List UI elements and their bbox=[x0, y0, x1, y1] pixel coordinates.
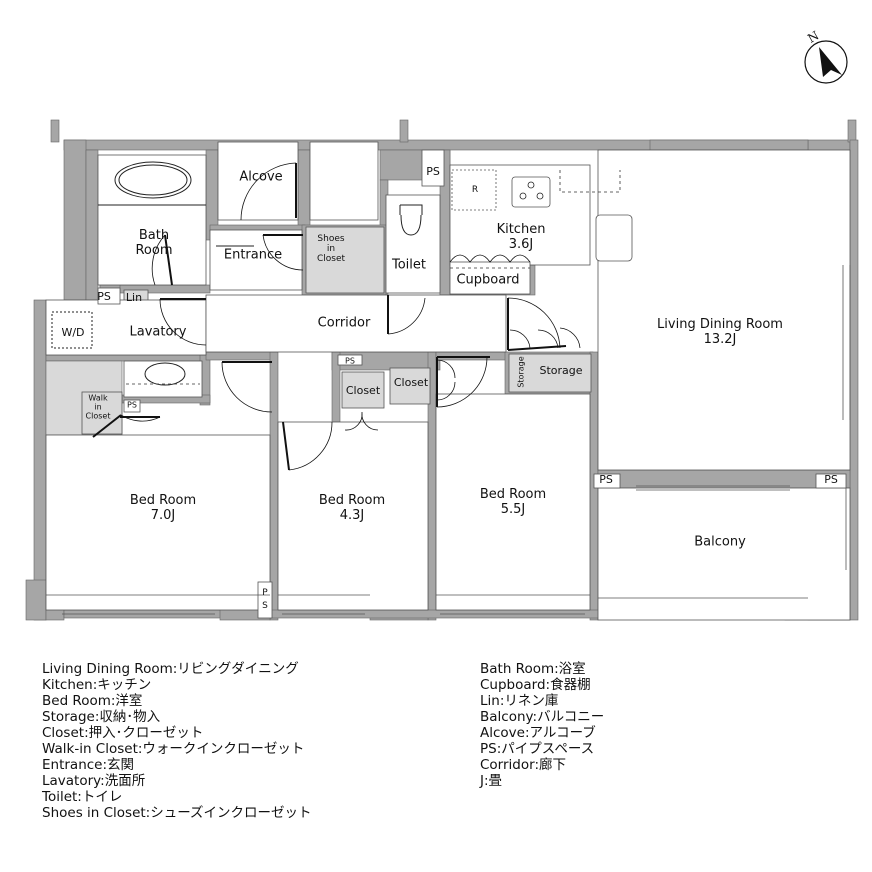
refrigerator: R bbox=[471, 185, 479, 195]
room-closet-a: Closet bbox=[345, 384, 381, 397]
legend-item: Bath Room:浴室 bbox=[480, 661, 586, 677]
room-area: 3.6J bbox=[508, 237, 534, 252]
pipe-space: PS bbox=[426, 165, 440, 178]
room-area: 4.3J bbox=[339, 508, 365, 523]
floor-plan: Living Dining Room 13.2J Kitchen 3.6J Be… bbox=[25, 119, 859, 621]
room-bedroom-5: Bed Room 5.5J bbox=[480, 487, 546, 517]
room-alcove: Alcove bbox=[239, 169, 283, 185]
legend-item: Corridor:廊下 bbox=[480, 757, 566, 773]
room-living-dining: Living Dining Room 13.2J bbox=[657, 317, 783, 347]
room-area: 5.5J bbox=[500, 502, 526, 517]
legend-item: Balcony:バルコニー bbox=[480, 709, 605, 725]
pipe-space: PS bbox=[599, 473, 613, 486]
room-storage-small: Storage bbox=[516, 356, 526, 388]
room-name: Bed Room bbox=[318, 493, 386, 508]
room-name-line: Shoes bbox=[317, 234, 345, 244]
pipe-space: PS bbox=[127, 400, 137, 410]
room-name-line: Walk bbox=[88, 393, 108, 403]
room-area: 13.2J bbox=[703, 332, 737, 347]
room-entrance: Entrance bbox=[223, 247, 283, 263]
legend-item: Closet:押入･クローゼット bbox=[42, 725, 204, 741]
room-shoes-in-closet: Shoes in Closet bbox=[317, 234, 345, 264]
north-compass: N bbox=[798, 28, 854, 86]
room-bath: Bath Room bbox=[135, 228, 172, 258]
pipe-space: PS bbox=[97, 290, 111, 303]
pipe-space: PS bbox=[345, 356, 355, 366]
washer-dryer: W/D bbox=[61, 326, 85, 339]
room-name-line: Closet bbox=[85, 411, 111, 421]
legend-item: Entrance:玄関 bbox=[42, 757, 135, 773]
room-balcony: Balcony bbox=[694, 534, 746, 550]
room-name-line: Closet bbox=[316, 254, 346, 264]
legend-item: Lavatory:洗面所 bbox=[42, 773, 146, 789]
legend-item: Cupboard:食器棚 bbox=[480, 677, 591, 693]
room-bedroom-7: Bed Room 7.0J bbox=[130, 493, 196, 523]
room-toilet: Toilet bbox=[391, 257, 427, 273]
room-kitchen: Kitchen 3.6J bbox=[497, 222, 546, 252]
room-name-line: Bath bbox=[138, 228, 170, 243]
room-corridor: Corridor bbox=[317, 315, 371, 331]
room-area: 7.0J bbox=[150, 508, 176, 523]
room-cupboard: Cupboard bbox=[456, 272, 520, 288]
room-name: Living Dining Room bbox=[657, 317, 783, 332]
room-walk-in-closet: Walk in Closet bbox=[86, 394, 111, 421]
pipe-space-s: S bbox=[262, 601, 268, 611]
legend-item: Lin:リネン庫 bbox=[480, 693, 559, 709]
legend-item: Storage:収納･物入 bbox=[42, 709, 161, 725]
room-name-line: in bbox=[326, 244, 336, 254]
legend-item: Living Dining Room:リビングダイニング bbox=[42, 661, 299, 677]
compass-arrow-icon bbox=[804, 40, 848, 84]
room-linen: Lin bbox=[125, 291, 143, 304]
legend-item: Bed Room:洋室 bbox=[42, 693, 143, 709]
room-lavatory: Lavatory bbox=[129, 324, 187, 340]
legend-item: PS:パイプスペース bbox=[480, 741, 595, 757]
legend-item: Shoes in Closet:シューズインクローゼット bbox=[42, 805, 312, 821]
legend-left-column: Living Dining Room:リビングダイニング Kitchen:キッチ… bbox=[42, 661, 312, 821]
room-name: Bed Room bbox=[479, 487, 547, 502]
room-name: Kitchen bbox=[496, 222, 546, 237]
room-name: Bed Room bbox=[129, 493, 197, 508]
legend-item: Toilet:トイレ bbox=[42, 789, 123, 805]
room-name-line: in bbox=[94, 402, 102, 412]
legend-item: J:畳 bbox=[480, 773, 503, 789]
legend-item: Kitchen:キッチン bbox=[42, 677, 152, 693]
room-bedroom-4: Bed Room 4.3J bbox=[319, 493, 385, 523]
floor-plan-drawing bbox=[25, 119, 859, 621]
room-closet-b: Closet bbox=[393, 376, 429, 389]
legend-item: Alcove:アルコーブ bbox=[480, 725, 596, 741]
room-storage: Storage bbox=[539, 364, 583, 377]
legend-item: Walk-in Closet:ウォークインクローゼット bbox=[42, 741, 305, 757]
pipe-space-p: P bbox=[262, 588, 268, 598]
pipe-space: PS bbox=[824, 473, 838, 486]
legend-right-column: Bath Room:浴室 Cupboard:食器棚 Lin:リネン庫 Balco… bbox=[480, 661, 604, 789]
room-name-line: Room bbox=[135, 243, 173, 258]
